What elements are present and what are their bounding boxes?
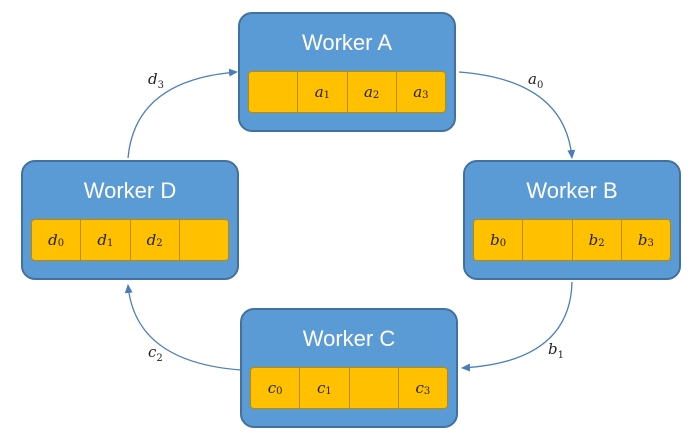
worker-c-title: Worker C — [302, 326, 396, 351]
arrow-c-to-d — [124, 284, 242, 371]
slot — [179, 220, 228, 260]
edge-label-a0: a0 — [528, 70, 544, 91]
edge-label-b1: b1 — [548, 340, 564, 361]
edge-label-d3: d3 — [148, 70, 164, 91]
arrow-d-to-a — [127, 68, 238, 159]
arrow-b-to-c — [461, 281, 573, 372]
slot — [249, 72, 299, 112]
worker-d-title: Worker D — [83, 178, 177, 203]
worker-b-title: Worker B — [526, 178, 618, 203]
arrow-a-to-b — [458, 71, 576, 159]
worker-a-title: Worker A — [301, 30, 393, 55]
slot — [523, 220, 573, 260]
slot — [349, 368, 399, 408]
edge-label-c2: c2 — [148, 343, 163, 364]
